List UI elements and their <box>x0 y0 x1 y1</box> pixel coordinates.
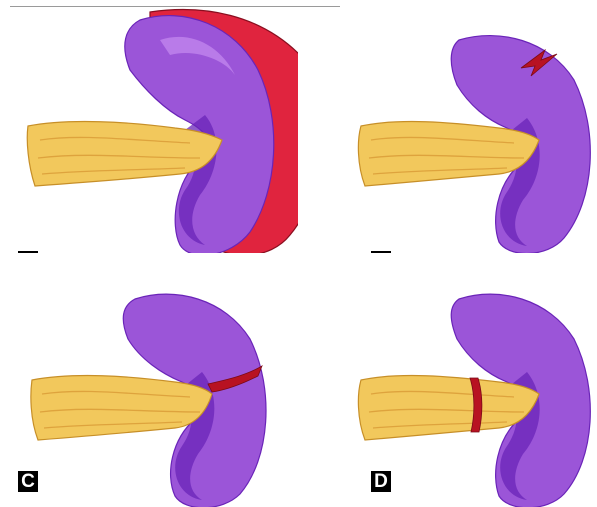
panel-label: B <box>371 251 391 253</box>
panel-c: C <box>0 254 298 507</box>
panel-label: C <box>18 471 38 492</box>
panel-a-illustration <box>0 0 298 253</box>
panel-a: A <box>0 0 298 253</box>
panel-d: D <box>299 254 597 507</box>
panel-c-illustration <box>0 254 298 507</box>
panel-label: D <box>371 471 391 492</box>
panel-b: B <box>299 0 597 253</box>
panel-label: A <box>18 251 38 253</box>
panel-b-illustration <box>299 0 597 253</box>
panel-d-illustration <box>299 254 597 507</box>
